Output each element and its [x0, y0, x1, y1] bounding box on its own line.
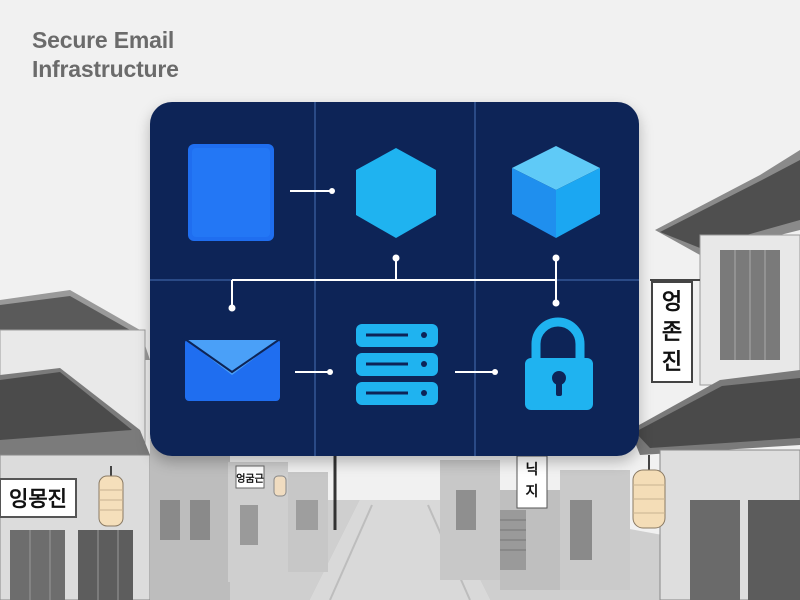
- right-building: [630, 150, 800, 600]
- connector-doc-to-hex: [290, 188, 335, 194]
- right-mid-buildings: 닉 지: [440, 455, 630, 590]
- center-sign-char-2: 지: [526, 484, 539, 500]
- connector-email-to-server: [295, 369, 333, 375]
- document-icon: [188, 144, 274, 241]
- left-shop-sign: 잉몽진: [0, 478, 77, 518]
- lock-icon: [525, 317, 593, 410]
- left-sign-text: 잉몽진: [9, 487, 67, 511]
- connector-server-to-lock: [455, 369, 498, 375]
- infrastructure-diagram-panel: [150, 102, 639, 456]
- right-vertical-sign: 엉 존 진: [650, 279, 700, 383]
- center-sign-char-1: 닉: [526, 462, 539, 478]
- page-title: Secure Email Infrastructure: [32, 26, 179, 84]
- title-line-1: Secure Email: [32, 27, 175, 53]
- right-sign-char-2: 존: [662, 320, 682, 345]
- left-building: [0, 290, 151, 600]
- cube-icon: [512, 146, 600, 238]
- left-lantern: [98, 466, 124, 527]
- left-mid-buildings: 엉굼근: [150, 440, 337, 600]
- server-icon: [356, 324, 438, 405]
- hexagon-icon: [356, 148, 436, 238]
- small-left-sign-text: 엉굼근: [236, 473, 264, 485]
- right-lantern: [632, 455, 666, 529]
- email-icon: [181, 338, 284, 401]
- diagram-canvas: [150, 102, 639, 456]
- connector-bus: [228, 254, 560, 312]
- title-line-2: Infrastructure: [32, 56, 179, 82]
- right-sign-char-1: 엉: [662, 290, 682, 315]
- right-sign-char-3: 진: [662, 350, 682, 375]
